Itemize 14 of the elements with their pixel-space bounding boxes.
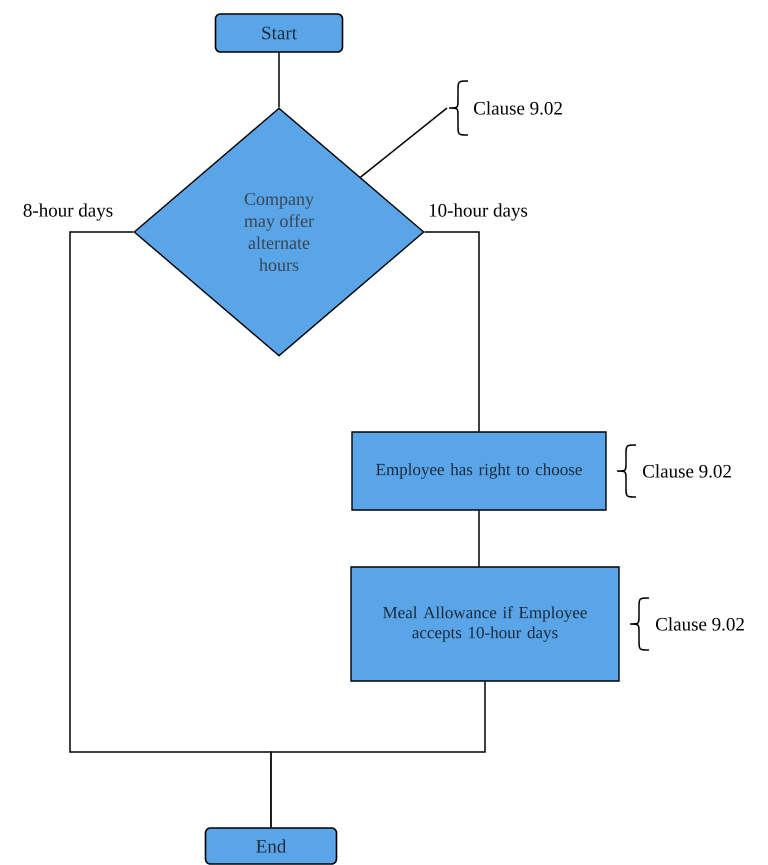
connector	[478, 510, 480, 566]
connector	[270, 682, 486, 828]
leader-line	[360, 107, 448, 178]
terminal-box: End	[204, 827, 338, 865]
edge-label: 10-hour days	[427, 202, 529, 222]
connector	[278, 52, 280, 108]
process-box: Employee has right to choose	[351, 431, 607, 511]
edge-label: 8-hour days	[22, 202, 114, 222]
clause-label: Clause 9.02	[656, 617, 744, 631]
connector	[424, 231, 480, 432]
clause-label: Clause 9.02	[642, 464, 731, 478]
process-box: Meal Allowance if Employee accepts 10-hour days	[350, 566, 620, 682]
terminal-box: Start	[214, 13, 344, 53]
bracketed-label: Clause 9.02	[448, 80, 562, 136]
